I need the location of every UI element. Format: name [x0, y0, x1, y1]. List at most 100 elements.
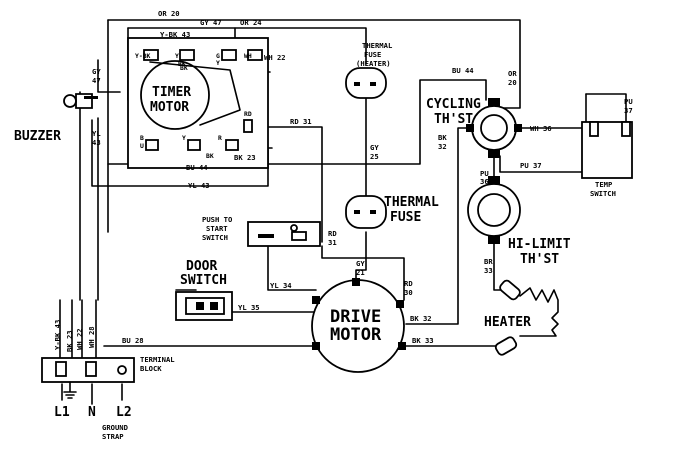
- push-switch-contact-b: [291, 231, 307, 241]
- cycling-label-2: TH'ST: [434, 112, 473, 127]
- motor-terminal-4: [398, 342, 406, 350]
- contact-label-y2: Y: [216, 59, 220, 67]
- timer-contact-1: [143, 49, 159, 61]
- hi-limit-inner: [477, 193, 511, 227]
- temp-switch-label-1: TEMP: [595, 180, 613, 189]
- wire-label-pu36-1: PU: [480, 169, 489, 178]
- wire-label-rd30-2: 30: [404, 288, 413, 297]
- wire-gy47-buzzer: [97, 27, 129, 101]
- wire-label-or20-cyc-1: OR: [508, 69, 517, 78]
- timer-contact-3: [221, 49, 237, 61]
- temp-switch: TEMP SWITCH: [581, 121, 633, 198]
- contact-label-bk2: BK: [206, 152, 214, 160]
- thermal-fuse-label-1: THERMAL: [384, 195, 439, 210]
- contact-label-wh: WH: [244, 52, 252, 60]
- timer-contact-6: [187, 139, 201, 151]
- wire-label-wh36: WH 36: [530, 124, 552, 133]
- temp-switch-label-2: SWITCH: [590, 189, 616, 198]
- wire-label-pu36-2: 36: [480, 177, 489, 186]
- thermal-fuse-label-2: FUSE: [390, 210, 421, 225]
- wire-label-ybk43-vert: Y-BK 43: [53, 320, 62, 350]
- terminal-l1: [55, 361, 67, 377]
- wire-label-pu37-top-1: PU: [624, 97, 633, 106]
- contact-label-r: R: [218, 134, 222, 142]
- cycling-thermostat: CYCLING TH'ST: [426, 97, 522, 158]
- timer-contact-4: [247, 49, 263, 61]
- wire-labels: OR 20 GY 47 OR 24 Y-BK 43 WH 22 GY 47 YL…: [53, 9, 633, 352]
- motor-terminal-1: [312, 296, 320, 304]
- thermal-fuse: THERMAL FUSE: [345, 195, 439, 229]
- buzzer-horn: [63, 94, 77, 108]
- wire-rd31: [249, 126, 323, 243]
- thermal-fuse-heater: THERMAL FUSE (HEATER): [345, 41, 393, 99]
- terminal-n: [85, 361, 97, 377]
- contact-label-rd: RD: [244, 110, 252, 118]
- wire-or24: [234, 27, 367, 65]
- buzzer: BUZZER: [14, 93, 98, 144]
- contact-label-y: Y: [175, 52, 179, 60]
- contact-label-u: U: [140, 142, 144, 150]
- push-switch-button: [290, 224, 298, 232]
- thermal-fuse-body: [345, 195, 387, 229]
- wire-label-rd31-timer: RD 31: [290, 117, 312, 126]
- tf-heater-label-2: FUSE: [364, 50, 381, 59]
- timer-contact-rd: [243, 119, 253, 133]
- wire-label-yl34: YL 34: [270, 281, 292, 290]
- wire-label-rd30-1: RD: [404, 279, 413, 288]
- wire-label-ybk43-top: Y-BK 43: [160, 30, 190, 39]
- timer-motor-label-2: MOTOR: [150, 100, 189, 115]
- wire-label-gy25-2: 25: [370, 152, 379, 161]
- ground-strap-label-1: GROUND: [102, 423, 128, 432]
- wire-label-gy47-top: GY 47: [200, 18, 222, 27]
- wire-rd30: [321, 245, 405, 301]
- drive-motor-label-2: MOTOR: [330, 325, 382, 345]
- wire-pu37-top: [585, 93, 627, 125]
- drive-motor-label-1: DRIVE: [330, 307, 381, 327]
- timer-contact-5: [145, 139, 159, 151]
- cycling-thst-inner: [480, 114, 508, 142]
- cycling-terminal-right: [514, 124, 522, 132]
- contact-label-ybk: Y-BK: [135, 52, 151, 60]
- wire-label-br33-2: 33: [484, 266, 493, 275]
- timer-assembly: Y-BK Y BK G Y WH B U Y R RD BK BK TIMER …: [127, 37, 269, 169]
- wire-label-gy47-side-2: 47: [92, 76, 101, 85]
- push-switch-label-3: SWITCH: [202, 233, 228, 242]
- terminal-block-label-1: TERMINAL: [140, 355, 175, 364]
- hi-limit-label-1: HI-LIMIT: [508, 237, 571, 252]
- contact-label-y3: Y: [182, 134, 186, 142]
- timer-motor-circle: [140, 60, 210, 130]
- wire-label-wh28-vert: WH 28: [87, 326, 96, 348]
- buzzer-terminal: [84, 96, 98, 99]
- motor-terminal-2: [312, 342, 320, 350]
- wire-label-pu37-top-2: 37: [624, 106, 633, 115]
- heater: HEATER: [484, 279, 531, 356]
- label-n: N: [88, 405, 96, 420]
- wire-pu37: [499, 147, 587, 173]
- wire-label-gy47-side-1: GY: [92, 67, 101, 76]
- thermal-fuse-heater-body: [345, 67, 387, 99]
- hi-limit-thermostat: HI-LIMIT TH'ST: [467, 176, 571, 267]
- temp-switch-term-b: [621, 121, 631, 137]
- door-switch-contact-a: [196, 302, 204, 310]
- door-switch-contact-b: [210, 302, 218, 310]
- heater-terminal-top: [499, 279, 521, 301]
- tf-heater-label-1: THERMAL: [362, 41, 393, 50]
- label-l1: L1: [54, 405, 70, 420]
- door-switch-label-2: SWITCH: [180, 273, 227, 288]
- wire-label-yl43-2: 43: [92, 138, 101, 147]
- terminal-l2: [117, 365, 127, 375]
- wire-label-wh22-vert: WH 22: [75, 328, 84, 350]
- contact-label-bk: BK: [178, 60, 186, 68]
- wire-label-or20-cyc-2: 20: [508, 78, 517, 87]
- cycling-terminal-bottom: [488, 150, 500, 158]
- label-l2: L2: [116, 405, 132, 420]
- tf-terminal-a: [354, 210, 360, 214]
- wire-label-or20-top: OR 20: [158, 9, 180, 18]
- hi-limit-terminal-bottom: [488, 236, 500, 244]
- timer-contact-2: [179, 49, 195, 61]
- hi-limit-terminal-top: [488, 176, 500, 184]
- wire-label-rd31-push-1: RD: [328, 229, 337, 238]
- wire-label-bk32-cyc-1: BK: [438, 133, 447, 142]
- wire-label-yl43-1: YL: [92, 129, 101, 138]
